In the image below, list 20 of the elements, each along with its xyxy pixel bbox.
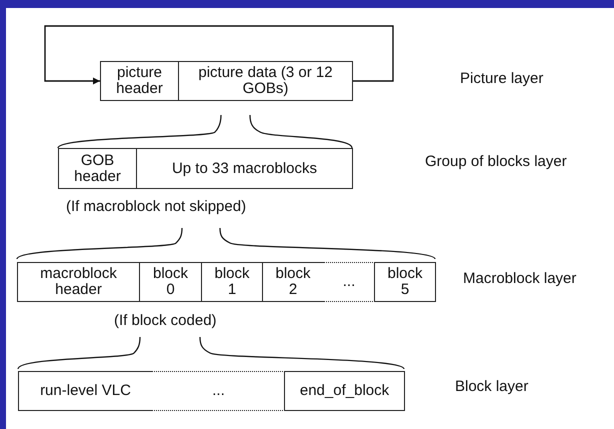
field-box: picture data (3 or 12 GOBs): [178, 61, 353, 101]
condition-note: (If block coded): [114, 312, 217, 329]
field-box: picture header: [100, 61, 179, 101]
field-box: Up to 33 macroblocks: [136, 148, 353, 189]
layer-label: Picture layer: [460, 70, 544, 87]
field-box: block 5: [374, 262, 436, 302]
layer-label: Block layer: [455, 378, 528, 395]
field-box: block 0: [139, 262, 202, 302]
field-box: block 1: [201, 262, 263, 302]
field-box: macroblock header: [17, 262, 140, 302]
field-box: block 2: [262, 262, 324, 302]
loop-arrow: [44, 25, 394, 84]
field-box: end_of_block: [284, 371, 405, 411]
layer-label: Macroblock layer: [463, 270, 576, 287]
condition-note: (If macroblock not skipped): [66, 198, 246, 215]
field-box: GOB header: [58, 148, 137, 189]
field-box: run-level VLC: [18, 371, 153, 411]
dotted-field-segment: ...: [323, 262, 375, 302]
layer-label: Group of blocks layer: [425, 153, 567, 170]
dotted-field-segment: ...: [152, 371, 285, 411]
